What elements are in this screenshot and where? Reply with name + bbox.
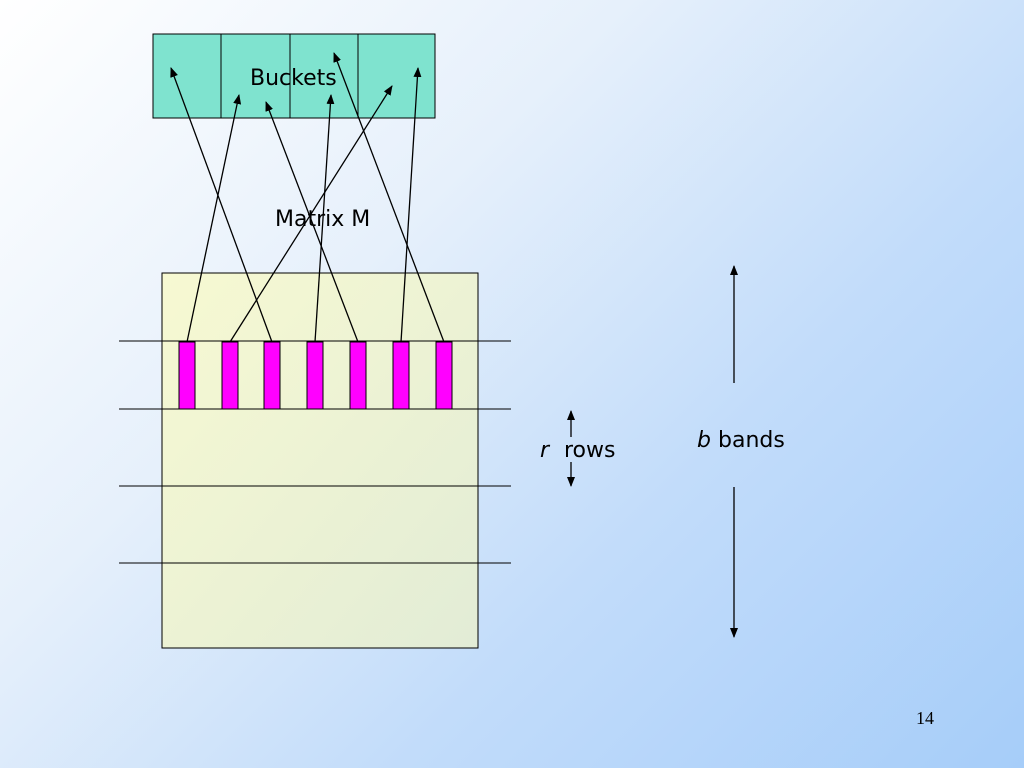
column-strip	[221, 341, 239, 410]
rows-label: rows	[564, 438, 615, 463]
page-number: 14	[916, 708, 934, 728]
hash-arrow	[314, 94, 335, 343]
bands-label: bands	[718, 428, 785, 453]
column-strip	[306, 341, 324, 410]
column-strip	[263, 341, 281, 410]
column-strip	[392, 341, 410, 410]
hash-arrows	[170, 52, 445, 343]
buckets-table	[152, 33, 436, 119]
rows-variable: r	[540, 438, 551, 463]
bands-variable: b	[697, 428, 711, 453]
column-strip	[178, 341, 196, 410]
hash-arrow	[265, 101, 359, 343]
hash-arrow	[229, 85, 393, 343]
hash-arrow	[333, 52, 445, 343]
hash-arrow	[186, 94, 242, 343]
hash-arrow	[170, 67, 273, 343]
hash-arrow	[400, 67, 422, 343]
buckets-label: Buckets	[250, 66, 337, 91]
matrix-label: Matrix M	[275, 207, 370, 232]
buckets-box	[152, 33, 436, 119]
matrix-box	[161, 272, 479, 649]
column-strip	[435, 341, 453, 410]
column-strip	[349, 341, 367, 410]
